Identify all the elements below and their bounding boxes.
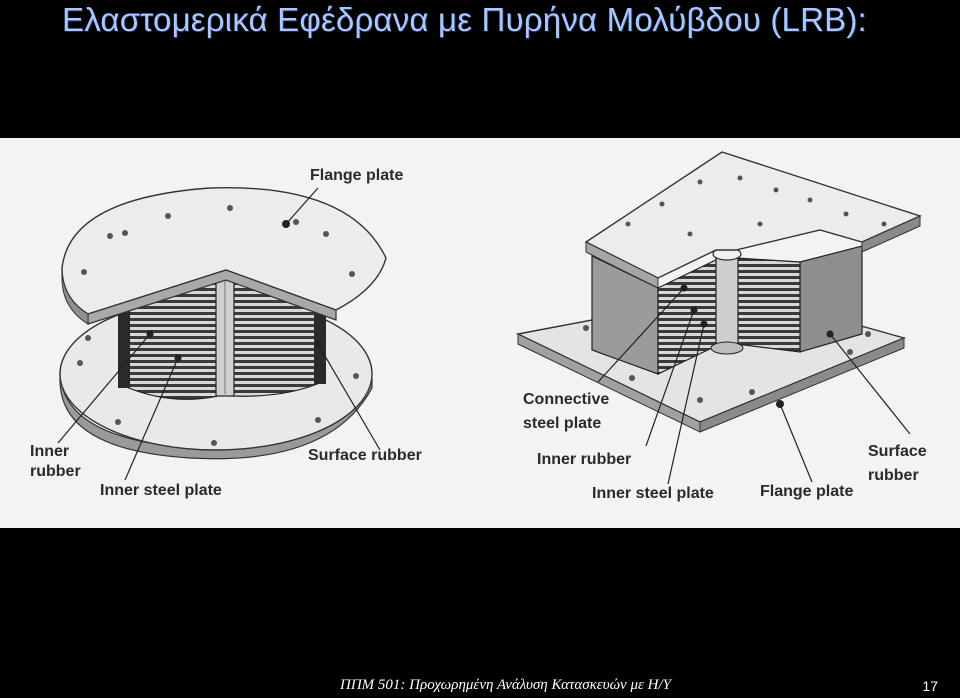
- right-laminated-core: [591, 245, 863, 375]
- label-surface-rubber-right-1: Surface: [868, 443, 927, 460]
- label-surface-rubber-right-2: rubber: [868, 467, 919, 484]
- circular-bearing: Flange plate Inner rubber Surface rubber…: [30, 167, 422, 499]
- page-number: 17: [922, 678, 938, 694]
- right-top-flange-plate: [584, 151, 922, 289]
- label-inner-steel-plate-right: Inner steel plate: [592, 485, 714, 502]
- label-surface-rubber-left: Surface rubber: [308, 447, 422, 464]
- slide-title: Ελαστομερικά Εφέδρανα με Πυρήνα Μολύβδου…: [62, 1, 867, 38]
- label-flange-plate-left: Flange plate: [310, 167, 403, 184]
- left-leader-lines: [57, 187, 381, 481]
- slide-footer: ΠΠΜ 501: Προχωρημένη Ανάλυση Κατασκευών …: [340, 677, 671, 693]
- label-inner-rubber-left-2: rubber: [30, 463, 81, 480]
- left-top-flange-plate: [61, 186, 387, 325]
- label-connective-steel-plate-1: Connective: [523, 391, 609, 408]
- label-inner-steel-plate-left: Inner steel plate: [100, 482, 222, 499]
- lrb-figure: Flange plate Inner rubber Surface rubber…: [0, 138, 960, 528]
- square-bearing: Connective steel plate Inner rubber Inne…: [515, 151, 927, 502]
- label-connective-steel-plate-2: steel plate: [523, 415, 601, 432]
- label-inner-rubber-right: Inner rubber: [537, 451, 631, 468]
- label-inner-rubber-left-1: Inner: [30, 443, 69, 460]
- label-flange-plate-right: Flange plate: [760, 483, 853, 500]
- right-leader-lines: [597, 284, 911, 485]
- lrb-diagram: Flange plate Inner rubber Surface rubber…: [30, 151, 927, 502]
